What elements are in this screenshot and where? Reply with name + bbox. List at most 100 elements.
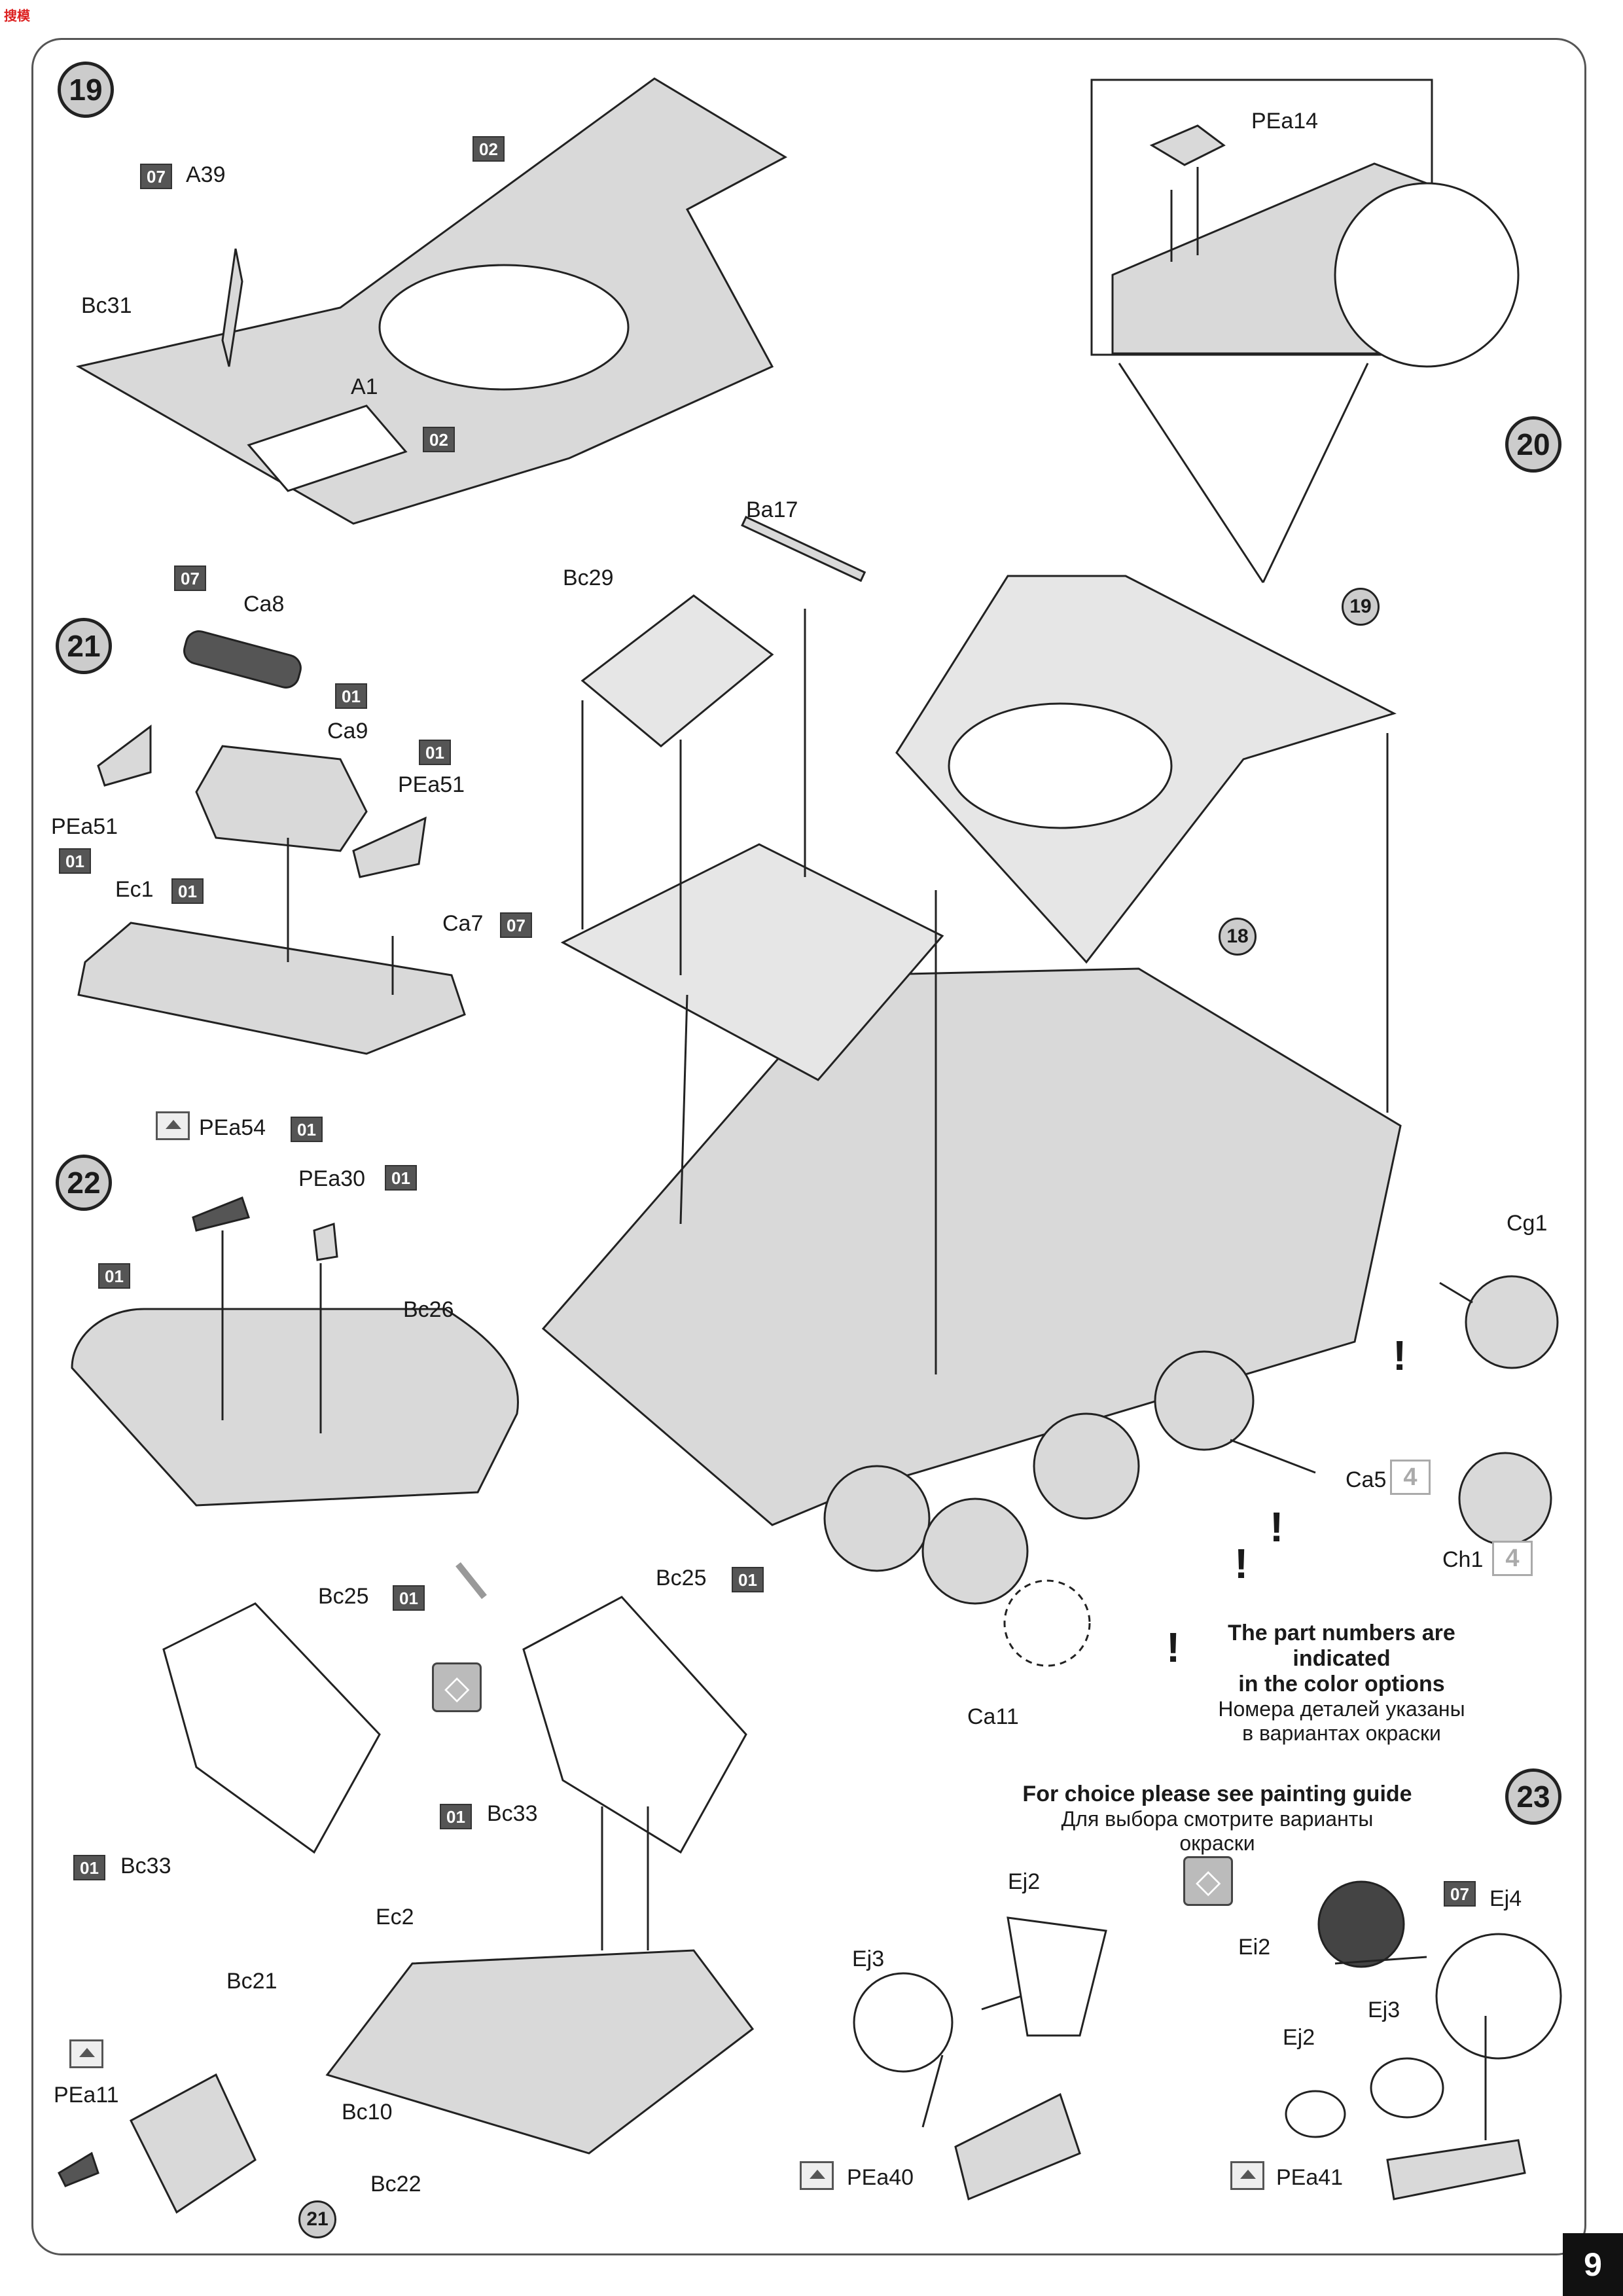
part-ej2-b: [1285, 2090, 1346, 2138]
part-label-ca8: Ca8: [243, 592, 285, 617]
ref-step-21: 21: [298, 2200, 336, 2238]
part-label-ej4: Ej4: [1489, 1886, 1522, 1911]
part-label-bc10: Bc10: [342, 2100, 393, 2125]
step-number-20: 20: [1505, 416, 1561, 473]
photo-etch-icon: [156, 1111, 190, 1140]
part-ca9: [195, 745, 368, 852]
floor-hatch: [247, 404, 408, 492]
part-label-ca11: Ca11: [967, 1704, 1019, 1729]
part-ei2: [1317, 1880, 1405, 1968]
part-ej3-a: [853, 1972, 954, 2073]
inset-ring: [1334, 182, 1520, 368]
step-number-21: 21: [56, 618, 112, 674]
color-note-en-1: The part numbers are indicated: [1228, 1621, 1455, 1672]
part-pea51-left: [97, 725, 152, 787]
part-label-bc33-right: Bc33: [487, 1801, 538, 1826]
part-label-a1: A1: [351, 374, 378, 399]
part-label-ca7: Ca7: [442, 911, 484, 936]
paint-tag: 07: [1444, 1881, 1476, 1907]
part-label-ej2-b: Ej2: [1283, 2025, 1315, 2050]
part-label-bc25-right: Bc25: [656, 1566, 707, 1590]
choice-icon: [1183, 1856, 1233, 1906]
part-ej2-a: [1007, 1916, 1107, 2037]
part-label-cg1: Cg1: [1507, 1211, 1548, 1236]
rear-deck: [560, 843, 944, 1081]
floor-ring: [378, 264, 630, 391]
part-a39: [221, 248, 243, 367]
part-label-bc29: Bc29: [563, 565, 614, 590]
paint-tag: 01: [59, 848, 91, 874]
hull-body: [541, 967, 1402, 1526]
part-label-ca5: Ca5: [1346, 1467, 1387, 1492]
photo-etch-icon: [800, 2161, 834, 2190]
exclamation-icon: !: [1166, 1624, 1181, 1671]
part-label-ej3-b: Ej3: [1368, 1998, 1400, 2022]
part-label-ec1: Ec1: [115, 877, 154, 902]
paint-tag: 01: [98, 1263, 130, 1289]
part-ec1: [77, 922, 466, 1055]
part-label-ej3-a: Ej3: [852, 1946, 885, 1971]
part-ca8: [183, 630, 302, 689]
part-pea51-right: [352, 816, 427, 878]
wheel-rear-b: [921, 1498, 1029, 1605]
part-label-pea54: PEa54: [199, 1115, 266, 1140]
part-label-ei2: Ei2: [1238, 1935, 1271, 1960]
paint-tag: 07: [140, 164, 172, 189]
part-pea54: [192, 1196, 250, 1232]
part-label-bc26: Bc26: [403, 1297, 454, 1322]
part-label-pea51-left: PEa51: [51, 814, 118, 839]
choice-note: For choice please see painting guide Для…: [1021, 1782, 1414, 1856]
photo-etch-icon: [1230, 2161, 1264, 2190]
part-label-bc22: Bc22: [370, 2172, 421, 2197]
exclamation-icon: !: [1270, 1503, 1284, 1551]
part-pea40: [954, 2092, 1081, 2201]
hull-ring: [948, 702, 1173, 829]
quantity-badge-ca5: 4: [1390, 1460, 1431, 1495]
paint-tag: 01: [335, 683, 367, 709]
paint-tag: 02: [423, 427, 455, 452]
part-label-ca9: Ca9: [327, 719, 368, 744]
part-label-bc21: Bc21: [226, 1969, 277, 1994]
part-ej3-b: [1370, 2057, 1444, 2119]
paint-tag: 01: [419, 740, 451, 765]
choice-icon: [432, 1662, 482, 1712]
color-note-ru-1: Номера деталей указаны: [1218, 1697, 1465, 1721]
part-pea41: [1386, 2139, 1526, 2200]
quantity-badge-ch1: 4: [1492, 1541, 1533, 1576]
part-label-pea51-right: PEa51: [398, 772, 465, 797]
part-label-pea11: PEa11: [54, 2083, 119, 2108]
part-bc26: [71, 1308, 519, 1507]
part-label-a39: A39: [186, 162, 226, 187]
paint-tag: 01: [732, 1567, 764, 1592]
step-number-22: 22: [56, 1155, 112, 1211]
part-pea30: [313, 1222, 338, 1261]
ref-step-19: 19: [1342, 588, 1380, 626]
part-ca11: [1003, 1579, 1091, 1667]
part-ba17: [741, 516, 866, 583]
part-bc21-bracket: [130, 2073, 257, 2214]
paint-tag: 02: [473, 136, 505, 162]
color-options-note: The part numbers are indicated in the co…: [1185, 1621, 1499, 1746]
part-label-ba17: Ba17: [746, 497, 798, 522]
part-cg1: [1465, 1275, 1559, 1369]
part-pea14: [1149, 124, 1226, 166]
color-note-ru-2: в вариантах окраски: [1242, 1721, 1441, 1746]
watermark-logo: 搜模: [4, 9, 30, 24]
paint-tag: 01: [73, 1855, 105, 1880]
step-number-19: 19: [58, 62, 114, 118]
part-label-pea14: PEa14: [1251, 109, 1319, 134]
paint-tag: 01: [291, 1117, 323, 1142]
choice-note-en: For choice please see painting guide: [1022, 1782, 1412, 1806]
ref-step-18: 18: [1219, 918, 1257, 956]
photo-etch-icon: [69, 2039, 103, 2068]
part-ec2: [325, 1949, 755, 2155]
paint-tag: 01: [393, 1585, 425, 1611]
part-ch1: [1458, 1452, 1552, 1546]
part-label-bc25-left: Bc25: [318, 1584, 369, 1609]
page-frame: [31, 38, 1586, 2255]
part-bc29: [580, 594, 774, 747]
part-label-bc33-left: Bc33: [120, 1854, 171, 1878]
choice-note-ru: Для выбора смотрите варианты окраски: [1061, 1807, 1374, 1855]
color-note-en-2: in the color options: [1238, 1672, 1445, 1697]
